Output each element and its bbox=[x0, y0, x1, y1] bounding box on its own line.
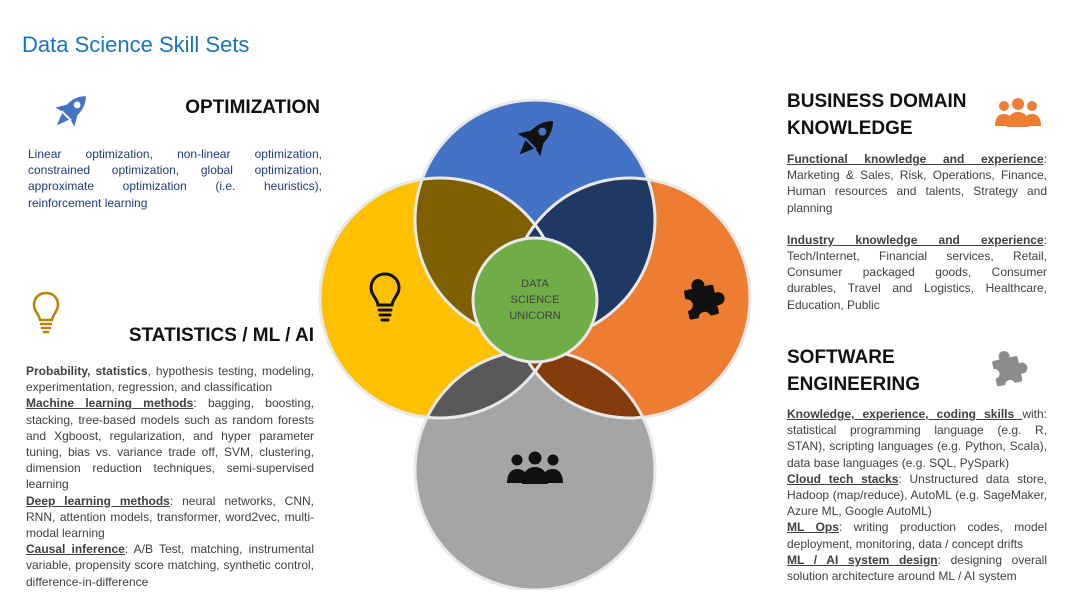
software-description: Knowledge, experience, coding skills wit… bbox=[787, 406, 1047, 584]
venn-lens-software-business bbox=[510, 350, 655, 418]
software-label-mlops: ML Ops bbox=[787, 520, 839, 535]
business-text-functional: : Marketing & Sales, Risk, Operations, F… bbox=[787, 152, 1047, 215]
people-icon bbox=[507, 451, 563, 484]
business-people-icon bbox=[994, 96, 1042, 130]
software-heading-line1: SOFTWARE bbox=[787, 347, 895, 368]
venn-center bbox=[471, 236, 599, 364]
optimization-rocket-icon bbox=[48, 88, 94, 134]
lightbulb-icon bbox=[369, 272, 401, 322]
software-text-system-design: : designing overall solution architectur… bbox=[787, 552, 1047, 584]
business-heading-line1: BUSINESS DOMAIN bbox=[787, 91, 967, 112]
statistics-heading: STATISTICS / ML / AI bbox=[128, 325, 314, 346]
business-heading-line2: KNOWLEDGE bbox=[787, 118, 913, 139]
stat-label-dl-methods: Deep learning methods bbox=[26, 493, 170, 508]
business-label-functional: Functional knowledge and experience bbox=[787, 152, 1044, 166]
stat-text-dl-methods: : neural networks, CNN, RNN, attention m… bbox=[26, 493, 314, 541]
software-label-coding: Knowledge, experience, coding skills bbox=[787, 407, 1023, 421]
software-label-system-design: ML / AI system design bbox=[787, 552, 938, 567]
business-text-industry: : Tech/Internet, Financial services, Ret… bbox=[787, 232, 1047, 312]
software-text-mlops: : writing production codes, model deploy… bbox=[787, 520, 1047, 551]
stat-label-causal: Causal inference bbox=[26, 542, 125, 557]
rocket-icon bbox=[55, 96, 86, 127]
software-puzzle-icon bbox=[986, 348, 1030, 392]
page-title: Data Science Skill Sets bbox=[22, 32, 250, 57]
statistics-description: Probability, statistics, hypothesis test… bbox=[26, 363, 314, 590]
stat-label-probability: Probability, statistics bbox=[26, 364, 148, 378]
stat-text-ml-methods: : bagging, boosting, stacking, tree-base… bbox=[26, 396, 315, 492]
optimization-description: Linear optimization, non-linear optimiza… bbox=[28, 147, 322, 210]
stat-label-ml-methods: Machine learning methods bbox=[26, 396, 194, 411]
stat-text-probability: , hypothesis testing, modeling, experime… bbox=[26, 364, 314, 395]
lightbulb-icon bbox=[32, 291, 60, 334]
software-text-coding: with: statistical programming language (… bbox=[787, 407, 1047, 470]
business-heading: BUSINESS DOMAIN KNOWLEDGE bbox=[787, 88, 987, 142]
center-label-line2: SCIENCE bbox=[511, 294, 560, 306]
rocket-icon bbox=[517, 121, 553, 157]
puzzle-icon bbox=[680, 279, 725, 324]
venn-lens-software-statistics bbox=[415, 350, 560, 418]
people-icon bbox=[995, 98, 1041, 127]
software-heading: SOFTWARE ENGINEERING bbox=[787, 344, 987, 398]
business-label-industry: Industry knowledge and experience bbox=[787, 232, 1044, 247]
center-label-line1: DATA bbox=[521, 278, 549, 290]
business-description: Functional knowledge and experience: Mar… bbox=[787, 151, 1047, 313]
optimization-heading: OPTIMIZATION bbox=[185, 97, 320, 118]
stat-text-causal: : A/B Test, matching, instrumental varia… bbox=[26, 542, 314, 589]
puzzle-icon bbox=[989, 351, 1028, 390]
software-label-cloud: Cloud tech stacks bbox=[787, 471, 899, 486]
venn-diagram: DATA SCIENCE UNICORN bbox=[318, 98, 752, 590]
center-label-line3: UNICORN bbox=[509, 310, 560, 322]
software-heading-line2: ENGINEERING bbox=[787, 374, 921, 395]
software-text-cloud: : Unstructured data store, Hadoop (map/r… bbox=[787, 471, 1048, 519]
statistics-lightbulb-icon bbox=[30, 290, 62, 334]
